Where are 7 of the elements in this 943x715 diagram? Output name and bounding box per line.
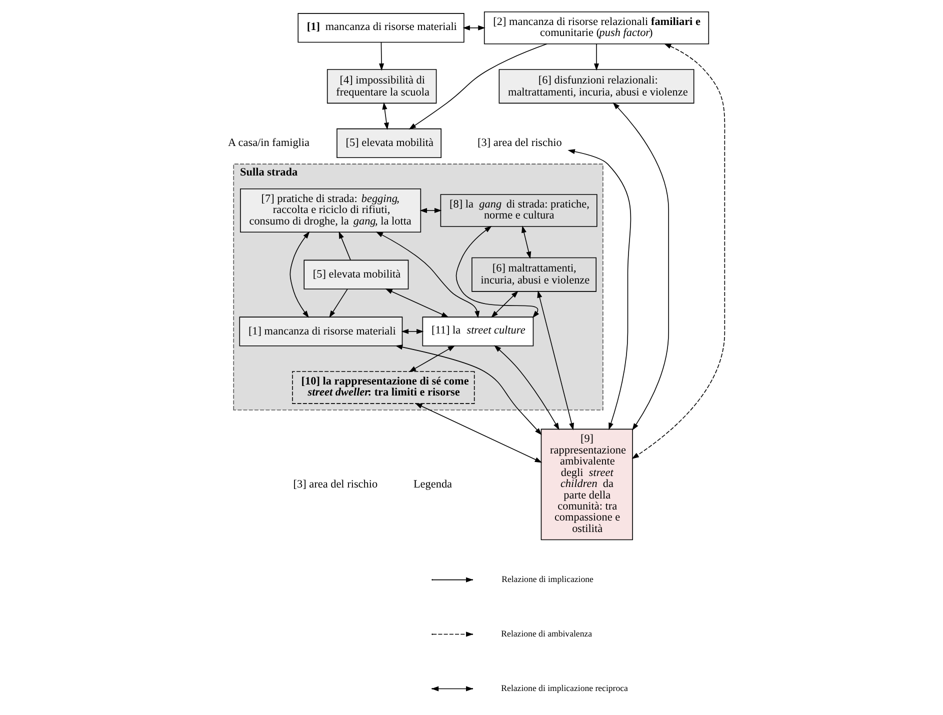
label: Legenda — [412, 478, 452, 490]
legend-label: Relazione di ambivalenza — [500, 628, 592, 639]
legend-label: Relazione di implicazione reciproca — [500, 682, 628, 693]
node-text: [3] area del rischio — [477, 137, 562, 150]
label: A casa/in famiglia — [228, 137, 310, 150]
legend-label: Relazione di implicazione — [501, 574, 593, 584]
label: [3] area del rischio — [292, 478, 378, 490]
